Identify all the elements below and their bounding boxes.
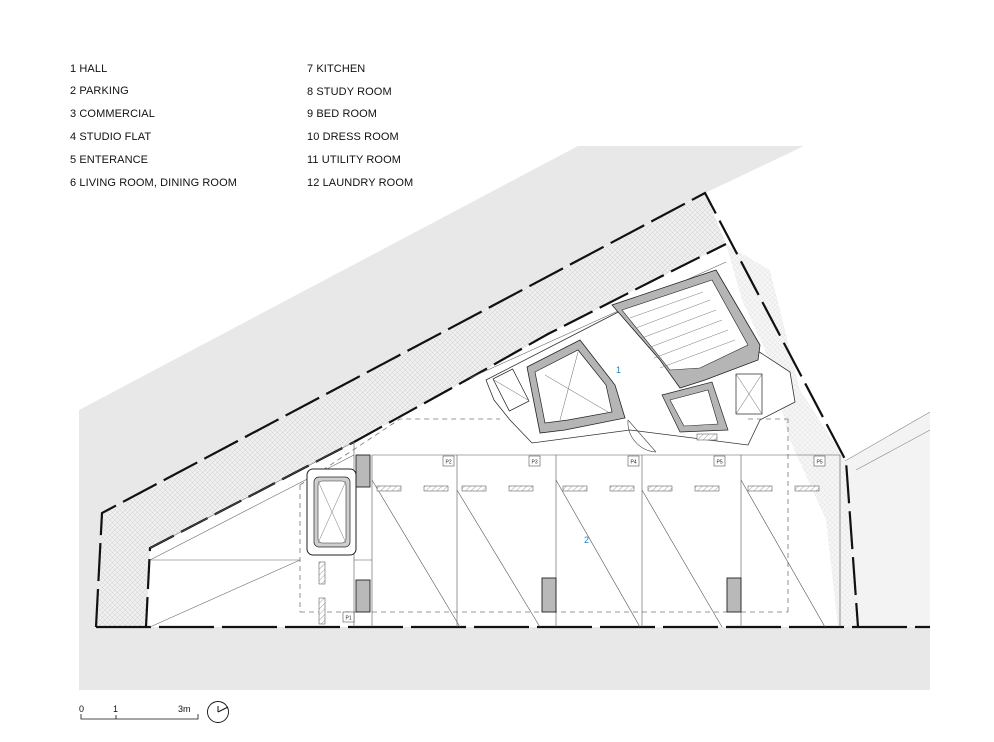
scale-label-three: 3m	[178, 704, 191, 714]
room-label-hall: 1	[616, 365, 621, 375]
legend-item-commercial: 3 COMMERCIAL	[70, 108, 155, 120]
legend-item-laundry-room: 12 LAUNDRY ROOM	[307, 177, 414, 189]
scale-bar: 0 1 3m	[79, 704, 199, 720]
north-arrow-icon	[207, 701, 229, 723]
spot-label-p2: P2	[446, 460, 452, 466]
surrounding-ground	[79, 146, 931, 690]
spot-label-p4: P4	[631, 460, 637, 466]
boundary-walls	[94, 191, 930, 629]
hall-core	[485, 269, 796, 453]
spot-label-p3: P3	[532, 460, 538, 466]
legend-item-study-room: 8 STUDY ROOM	[307, 86, 392, 98]
legend-item-kitchen: 7 KITCHEN	[307, 63, 366, 75]
spot-label-p5b: P5	[817, 460, 823, 466]
legend-item-bed-room: 9 BED ROOM	[307, 108, 378, 120]
spot-tag-p4	[627, 455, 640, 467]
wheel-stops	[318, 485, 820, 625]
scale-label-zero: 0	[79, 704, 84, 714]
columns	[355, 454, 742, 613]
legend-item-studio-flat: 4 STUDIO FLAT	[70, 131, 152, 143]
parking-spot-labels: P1 P2 P3 P4 P5 P5	[342, 455, 826, 623]
scale-label-one: 1	[113, 704, 118, 714]
legend-item-utility-room: 11 UTILITY ROOM	[307, 154, 402, 166]
spot-tag-p3	[528, 455, 541, 467]
spot-tag-p5a	[713, 455, 726, 467]
legend-item-dress-room: 10 DRESS ROOM	[307, 131, 399, 143]
legend-item-hall: 1 HALL	[70, 63, 108, 75]
spot-tag-p2	[442, 455, 455, 467]
spot-tag-p5b	[813, 455, 826, 467]
legend-item-parking: 2 PARKING	[70, 85, 129, 97]
spot-label-p1: P1	[346, 616, 352, 622]
spot-tag-p1	[342, 611, 355, 623]
parking-shaft	[306, 468, 357, 556]
legend-item-living-dining: 6 LIVING ROOM, DINING ROOM	[70, 177, 238, 189]
spot-label-p5a: P5	[717, 460, 723, 466]
room-label-parking: 2	[584, 535, 589, 545]
legend-item-entrance: 5 ENTERANCE	[70, 154, 149, 166]
parking-bays	[353, 442, 841, 628]
